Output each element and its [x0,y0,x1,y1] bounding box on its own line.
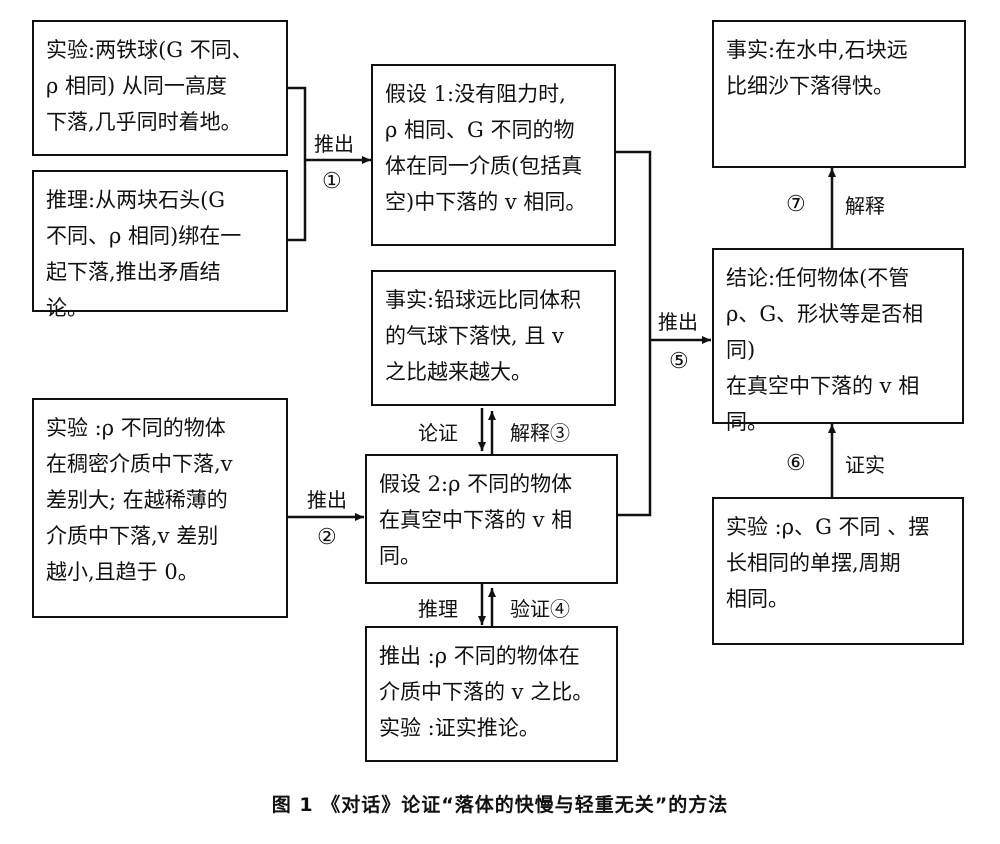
edge-label-2-text: 推出 [307,488,347,512]
box-text: 事实:铅球远比同体积 的气球下落快, 且 v 之比越来越大。 [385,288,582,384]
edge-label-1-number: ① [322,169,342,194]
edge-label-4-left: 推理 [418,597,458,621]
box-text: 实验:两铁球(G 不同、 ρ 相同) 从同一高度 下落,几乎同时着地。 [46,38,253,134]
edge-label-7-text: 解释 [845,194,885,218]
box-hypothesis-1: 假设 1:没有阻力时, ρ 相同、G 不同的物 体在同一介质(包括真 空)中下落… [371,64,616,246]
box-text: 实验 :ρ 不同的物体 在稠密介质中下落,v 差别大; 在越稀薄的 介质中下落,… [46,416,233,584]
edge-label-5-number: ⑤ [669,349,689,374]
box-fact-lead-ball: 事实:铅球远比同体积 的气球下落快, 且 v 之比越来越大。 [371,270,616,406]
edge-label-6-number: ⑥ [786,451,806,476]
edge-label-5-text: 推出 [658,310,698,334]
box-text: 推出 :ρ 不同的物体在 介质中下落的 v 之比。 实验 :证实推论。 [379,644,594,740]
box-conclusion: 结论:任何物体(不管 ρ、G、形状等是否相同) 在真空中下落的 v 相 同。 [712,248,964,434]
box-deduction: 推出 :ρ 不同的物体在 介质中下落的 v 之比。 实验 :证实推论。 [365,626,618,762]
box-hypothesis-2: 假设 2:ρ 不同的物体 在真空中下落的 v 相 同。 [365,454,618,584]
edge-label-3-right: 解释③ [510,421,570,445]
box-text: 假设 2:ρ 不同的物体 在真空中下落的 v 相 同。 [379,472,573,568]
edge-label-2-number: ② [317,525,337,550]
box-experiment-iron-balls: 实验:两铁球(G 不同、 ρ 相同) 从同一高度 下落,几乎同时着地。 [32,20,288,156]
edge-label-6-text: 证实 [845,453,885,477]
bracket-line-top [287,86,307,242]
box-text: 事实:在水中,石块远 比细沙下落得快。 [726,38,908,98]
box-experiment-pendulum: 实验 :ρ、G 不同 、摆 长相同的单摆,周期 相同。 [712,497,964,645]
box-fact-water: 事实:在水中,石块远 比细沙下落得快。 [712,20,966,168]
figure-caption: 图 1 《对话》论证“落体的快慢与轻重无关”的方法 [271,794,729,816]
box-experiment-media: 实验 :ρ 不同的物体 在稠密介质中下落,v 差别大; 在越稀薄的 介质中下落,… [32,398,288,618]
box-reasoning-stones: 推理:从两块石头(G 不同、ρ 相同)绑在一 起下落,推出矛盾结 论。 [32,170,288,320]
bracket-line-right [615,150,652,517]
box-text: 结论:任何物体(不管 ρ、G、形状等是否相同) 在真空中下落的 v 相 同。 [726,266,924,434]
edge-label-7-number: ⑦ [786,192,806,217]
box-text: 假设 1:没有阻力时, ρ 相同、G 不同的物 体在同一介质(包括真 空)中下落… [385,82,587,214]
edge-label-1-text: 推出 [314,132,354,156]
box-text: 推理:从两块石头(G 不同、ρ 相同)绑在一 起下落,推出矛盾结 论。 [46,188,242,320]
edge-label-3-left: 论证 [418,421,458,445]
box-text: 实验 :ρ、G 不同 、摆 长相同的单摆,周期 相同。 [726,515,930,611]
edge-label-4-right: 验证④ [510,597,570,621]
